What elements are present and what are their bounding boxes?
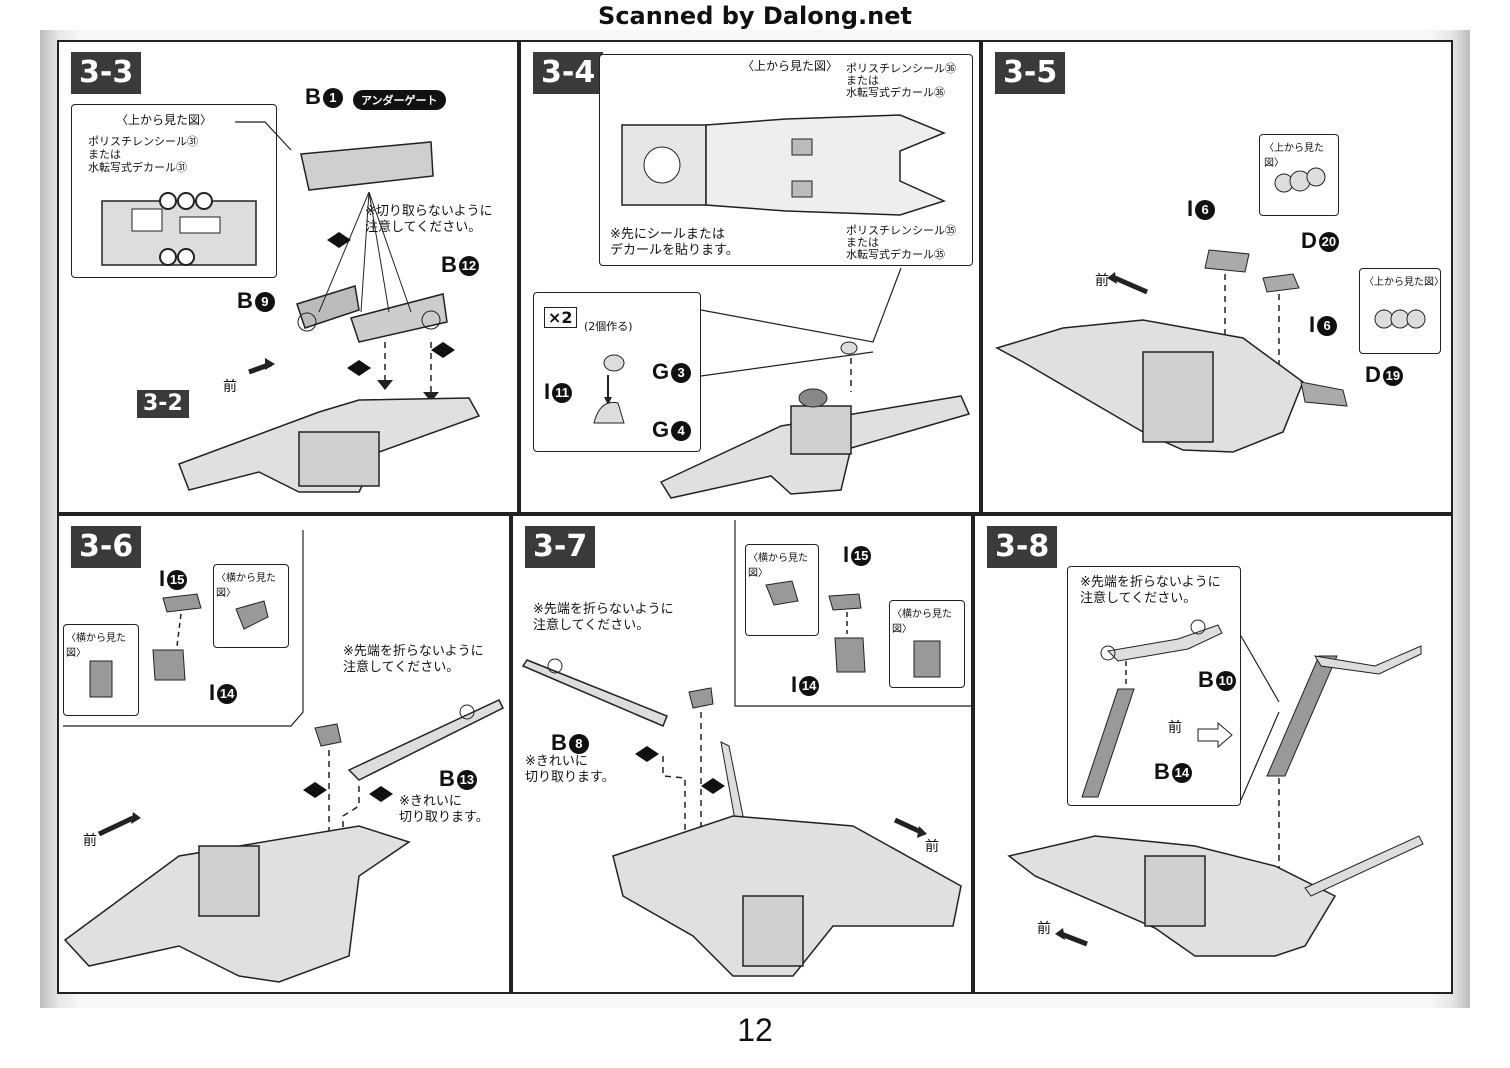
top-view-box: 〈上から見た図〉 ポリスチレンシール㉛ または 水転写式デカール㉛: [71, 104, 277, 278]
ref-step-3-2: 3-2: [137, 390, 189, 418]
front-label: 前: [83, 833, 97, 849]
cut-warning-note: ※切り取らないように 注意してください。: [365, 204, 493, 235]
side-view-title: 〈横から見た図〉: [748, 553, 808, 579]
front-label: 前: [1037, 921, 1051, 937]
tip-warning-note: ※先端を折らないように 注意してください。: [533, 602, 674, 633]
tip-warning-note: ※先端を折らないように 注意してください。: [1080, 575, 1221, 606]
undergate-badge: アンダーゲート: [353, 90, 446, 110]
front-label: 前: [223, 379, 237, 395]
assembly-drawing: [659, 267, 971, 499]
step-number: 3-7: [525, 526, 596, 568]
scan-watermark: Scanned by Dalong.net: [598, 2, 912, 30]
page-number: 12: [737, 1012, 773, 1048]
apply-sticker-note: ※先にシールまたは デカールを貼ります。: [610, 227, 739, 258]
side-view-box-b: 〈横から見た図〉: [213, 564, 289, 648]
front-label: 前: [1168, 720, 1182, 736]
front-label: 前: [925, 839, 939, 855]
clean-cut-note: ※きれいに 切り取ります。: [525, 754, 615, 785]
assembly-drawing: [995, 249, 1348, 453]
top-view-title: 〈上から見た図〉: [742, 59, 839, 73]
side-view-title: 〈横から見た図〉: [216, 573, 276, 599]
front-label: 前: [1095, 273, 1109, 289]
top-view-box-b: 〈上から見た図〉: [1359, 268, 1444, 354]
side-view-box-b: 〈横から見た図〉: [889, 600, 965, 688]
step-number: 3-5: [995, 52, 1066, 94]
step-number: 3-6: [71, 526, 142, 568]
clean-cut-note: ※きれいに 切り取ります。: [399, 794, 489, 825]
step-number: 3-3: [71, 52, 142, 94]
side-view-box-a: 〈横から見た図〉: [63, 624, 139, 716]
assembly-drawing: [63, 530, 505, 983]
step-number: 3-4: [533, 52, 604, 94]
step-number: 3-8: [987, 526, 1058, 568]
top-view-drawing: [621, 114, 947, 216]
side-view-title: 〈横から見た図〉: [892, 609, 952, 635]
detail-drawing: [1081, 619, 1233, 798]
top-view-title: 〈上から見た図〉: [1264, 143, 1324, 169]
step-3-4-panel: 3-4 〈上から見た図〉 ポリスチレンシール㊱ または 水転写式デカール㊱ ポリ…: [519, 40, 981, 514]
sticker-note: ポリスチレンシール㉛ または 水転写式デカール㉛: [88, 135, 198, 174]
sticker-note-35: ポリスチレンシール㉟ または 水転写式デカール㉟: [846, 224, 956, 261]
tip-warning-note: ※先端を折らないように 注意してください。: [343, 644, 484, 675]
make-two-note: (2個作る): [584, 320, 633, 333]
side-view-box-a: 〈横から見た図〉: [745, 544, 819, 636]
sticker-note-36: ポリスチレンシール㊱ または 水転写式デカール㊱: [846, 62, 956, 99]
top-view-box: 〈上から見た図〉 ポリスチレンシール㊱ または 水転写式デカール㊱ ポリスチレン…: [599, 54, 973, 266]
assembly-drawing: [521, 520, 971, 977]
top-view-title: 〈上から見た図〉: [116, 113, 213, 127]
top-view-drawing: [101, 192, 257, 266]
times-two-badge: ×2: [544, 307, 577, 328]
assembly-drawing: [1007, 635, 1424, 957]
assembly-drawing: [178, 121, 481, 493]
turret-drawing: [593, 354, 625, 424]
top-view-title: 〈上から見た図〉: [1364, 277, 1444, 288]
side-view-title: 〈横から見た図〉: [66, 633, 126, 659]
top-view-box-a: 〈上から見た図〉: [1259, 134, 1339, 216]
